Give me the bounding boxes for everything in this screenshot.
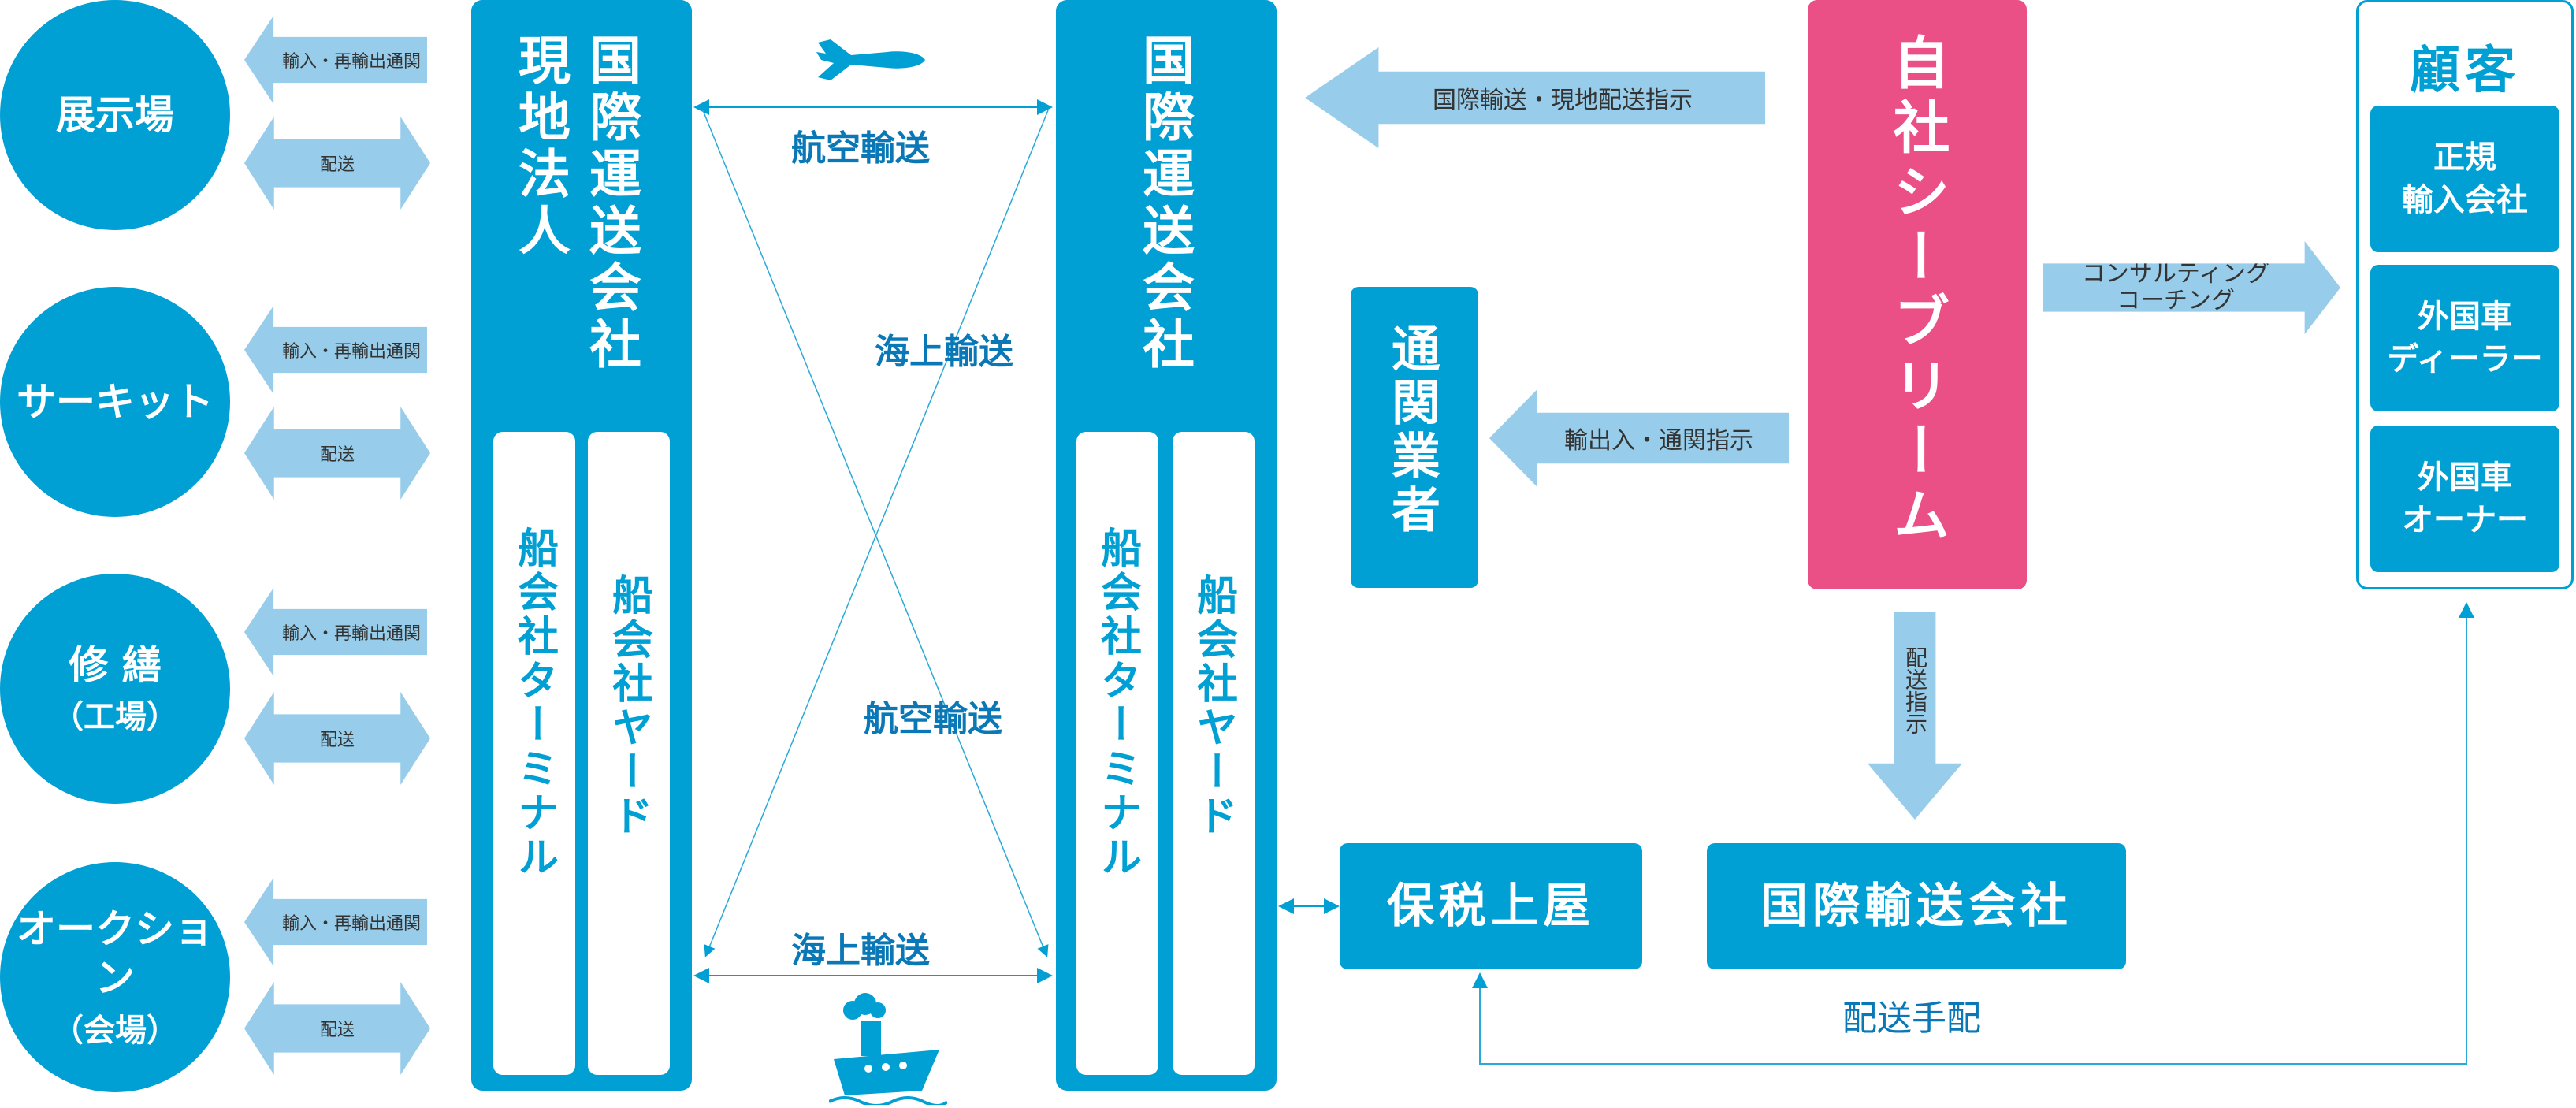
home-company-title: 国際運送会社 (1134, 33, 1195, 374)
home-yard-box: 船会社ヤード (1173, 432, 1255, 1075)
route-sea-mid: 海上輸送 (875, 332, 1013, 372)
customer-item-label: 正規 輸入会社 (2402, 139, 2528, 218)
local-company-title-a: 現地法人 (510, 33, 571, 260)
self-company-label: 自社シーブリーム (1883, 33, 1950, 550)
customer-item-label: 外国車 オーナー (2402, 459, 2528, 538)
local-company-title-b: 国際運送会社 (581, 33, 641, 374)
consulting-label-1: コンサルティング (2081, 259, 2270, 288)
local-terminal-label: 船会社ターミナル (510, 526, 558, 879)
import-customs-label: 輸入・再輸出通関 (281, 342, 421, 362)
cross-route-line (704, 110, 1049, 957)
intl-transport-box: 国際輸送会社 (1707, 843, 2126, 969)
customs-instruction-label: 輸出入・通関指示 (1564, 427, 1753, 455)
local-terminal-box: 船会社ターミナル (493, 432, 575, 1075)
site-showroom: 展示場 (0, 0, 230, 230)
site-auction: オークション （会場） (0, 862, 230, 1092)
delivery-instruction-label: 配送指示 (1902, 646, 1928, 734)
customer-item-foreign-dealer: 外国車 ディーラー (2370, 265, 2559, 411)
site-label: 展示場 (56, 91, 174, 138)
customer-title: 顧客 (2410, 42, 2520, 100)
import-customs-label: 輸入・再輸出通関 (281, 52, 421, 72)
intl-transport-label: 国際輸送会社 (1760, 878, 2072, 934)
home-yard-label: 船会社ヤード (1189, 574, 1237, 838)
customs-broker-box (1351, 287, 1478, 588)
bonded-warehouse-label: 保税上屋 (1387, 878, 1595, 934)
home-terminal-box: 船会社ターミナル (1076, 432, 1158, 1075)
site-sublabel: （会場） (52, 1012, 178, 1049)
self-company-box (1808, 0, 2027, 589)
delivery-return-line (1479, 605, 2467, 1065)
customer-item-label: 外国車 ディーラー (2387, 299, 2543, 377)
site-circuit: サーキット (0, 287, 230, 517)
intl-instruction-label: 国際輸送・現地配送指示 (1433, 87, 1693, 114)
delivery-label: 配送 (319, 1021, 355, 1040)
cross-route-line (702, 110, 1049, 957)
customer-item-foreign-owner: 外国車 オーナー (2370, 426, 2559, 572)
import-customs-label: 輸入・再輸出通関 (281, 624, 421, 644)
route-sea-bottom: 海上輸送 (791, 931, 930, 971)
customs-broker-label: 通関業者 (1383, 323, 1440, 537)
delivery-arrangement-label: 配送手配 (1842, 998, 1981, 1039)
route-air-mid: 航空輸送 (864, 699, 1002, 739)
route-air-top: 航空輸送 (791, 128, 930, 169)
customer-item-official-importer: 正規 輸入会社 (2370, 106, 2559, 252)
consulting-label-2: コーチング (2117, 287, 2235, 314)
delivery-label: 配送 (319, 731, 355, 750)
delivery-label: 配送 (319, 155, 355, 175)
airplane-icon (816, 39, 925, 80)
home-terminal-label: 船会社ターミナル (1093, 526, 1141, 879)
local-yard-label: 船会社ヤード (604, 574, 652, 838)
site-label: オークション (17, 905, 214, 1002)
import-customs-label: 輸入・再輸出通関 (281, 914, 421, 934)
local-yard-box: 船会社ヤード (588, 432, 670, 1075)
site-sublabel: （工場） (52, 699, 178, 736)
site-label: サーキット (17, 378, 214, 425)
site-repair: 修 繕 （工場） (0, 574, 230, 804)
delivery-label: 配送 (319, 445, 355, 465)
bonded-warehouse-box: 保税上屋 (1340, 843, 1642, 969)
site-label: 修 繕 (69, 641, 162, 688)
ship-icon (829, 993, 947, 1105)
